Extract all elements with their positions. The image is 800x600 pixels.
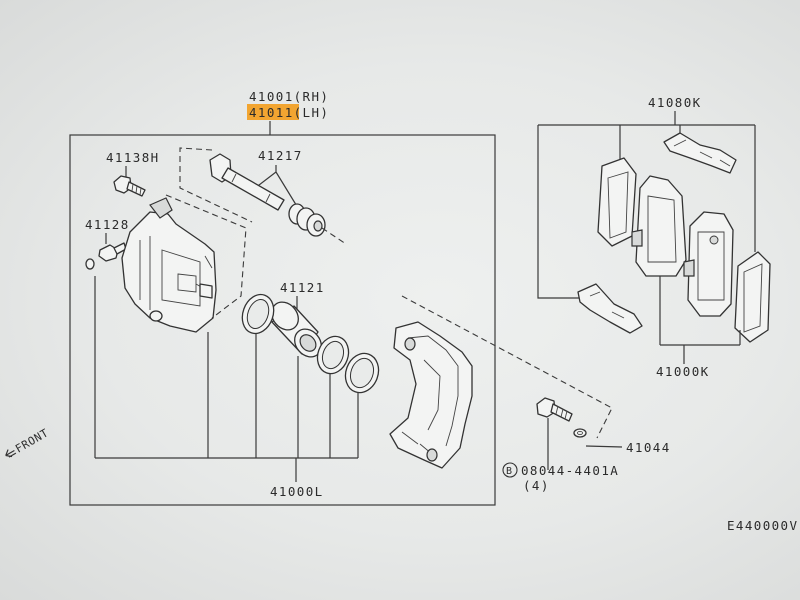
part-label-41121[interactable]: 41121 bbox=[280, 280, 325, 295]
part-label-41128[interactable]: 41128 bbox=[85, 217, 130, 232]
selection-highlight bbox=[247, 104, 299, 120]
pad-clip-bottom-drawing bbox=[577, 283, 643, 334]
assembly-axis-dashed bbox=[321, 227, 347, 245]
assembly-axis-dashed bbox=[165, 194, 247, 319]
caliper-bracket-drawing bbox=[389, 321, 473, 469]
front-arrow-icon bbox=[5, 449, 17, 458]
caliper-assembly-frame bbox=[69, 134, 496, 506]
part-label-41000l[interactable]: 41000L bbox=[270, 484, 324, 499]
front-direction-indicator: FRONT bbox=[5, 426, 51, 458]
guide-pin-drawing bbox=[209, 153, 285, 211]
leader-line-41044 bbox=[585, 445, 623, 448]
pad-shim-left-drawing bbox=[597, 157, 637, 247]
pad-clip-top-drawing bbox=[663, 132, 737, 174]
bracket-bolt-drawing bbox=[536, 397, 573, 422]
part-label-41001-rh[interactable]: 41001(RH) bbox=[249, 89, 329, 104]
part-label-41000k[interactable]: 41000K bbox=[656, 364, 710, 379]
piston-drawing bbox=[271, 301, 322, 358]
brake-pad-inner-drawing bbox=[631, 175, 687, 277]
brake-pad-outer-drawing bbox=[683, 211, 734, 317]
bolt-quantity: (4) bbox=[523, 478, 550, 493]
leader-line-41000k bbox=[659, 276, 741, 364]
figure-code: E440000V bbox=[727, 518, 798, 533]
caliper-bolt-drawing bbox=[113, 175, 146, 197]
leader-line-41080k bbox=[537, 111, 756, 299]
bleeder-screw-drawing bbox=[85, 242, 127, 270]
front-label: FRONT bbox=[13, 426, 51, 455]
leader-line-41000l bbox=[94, 276, 359, 482]
assembly-axis-dashed bbox=[401, 295, 613, 439]
part-label-41080k[interactable]: 41080K bbox=[648, 95, 702, 110]
caliper-body-drawing bbox=[121, 197, 217, 333]
part-label-41011-lh[interactable]: 41011(LH) bbox=[249, 105, 329, 120]
part-label-08044-4401a[interactable]: 08044-4401A bbox=[521, 463, 619, 478]
pin-boot-drawing bbox=[288, 203, 326, 237]
dust-seal-drawing bbox=[316, 335, 350, 375]
bolt-marker-letter: B bbox=[506, 466, 512, 477]
assembly-axis-dashed bbox=[179, 147, 253, 223]
bolt-marker-circle bbox=[502, 462, 518, 478]
part-label-41044[interactable]: 41044 bbox=[626, 440, 671, 455]
piston-seal-drawing bbox=[241, 293, 275, 335]
part-label-41217[interactable]: 41217 bbox=[258, 148, 303, 163]
part-label-41138h[interactable]: 41138H bbox=[106, 150, 160, 165]
boot-ring-drawing bbox=[344, 352, 380, 394]
pad-shim-right-drawing bbox=[734, 251, 771, 343]
washer-drawing bbox=[573, 428, 587, 438]
